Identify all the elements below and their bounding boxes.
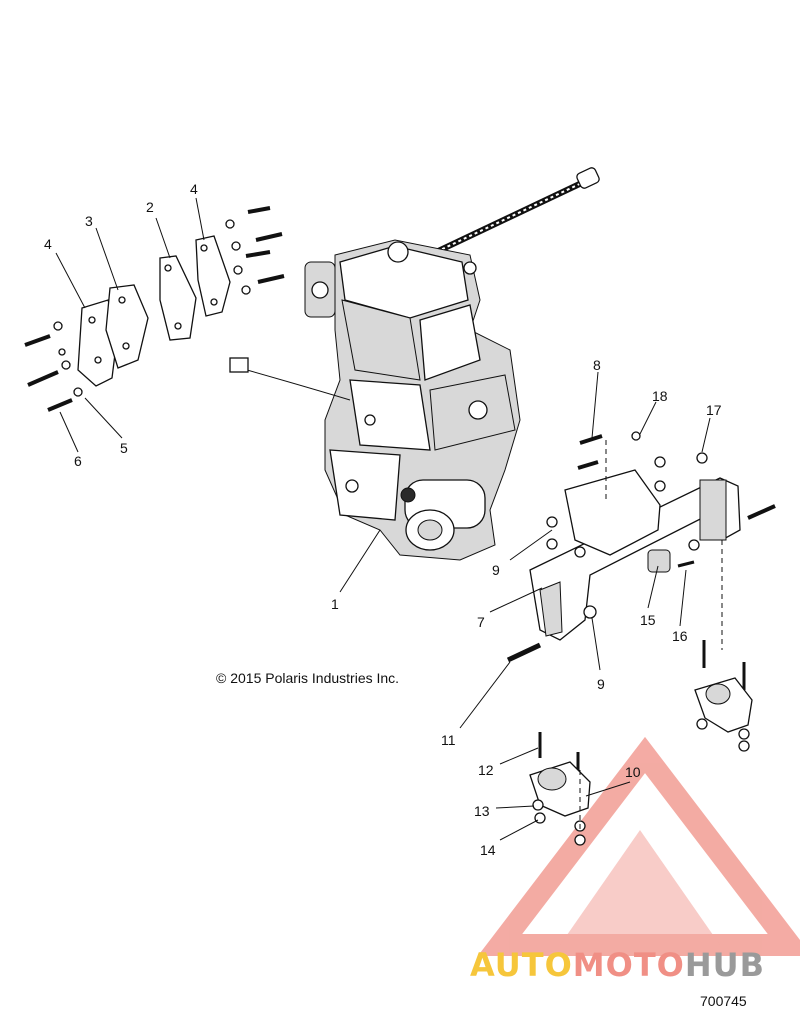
brand-moto: MOTO bbox=[572, 946, 685, 984]
crossmember-hardware bbox=[506, 431, 776, 663]
crossmember bbox=[529, 469, 741, 641]
sensor-wire bbox=[229, 357, 351, 401]
copyright-notice: © 2015 Polaris Industries Inc. bbox=[216, 670, 400, 686]
callout-label: 9 bbox=[597, 676, 605, 692]
callout-label: 3 bbox=[85, 213, 93, 229]
plate-4-right bbox=[195, 235, 231, 317]
callout-label: 15 bbox=[640, 612, 656, 628]
brand-auto: AUTO bbox=[470, 946, 573, 984]
mount-assembly-right bbox=[694, 640, 753, 752]
callout-label: 4 bbox=[44, 236, 52, 252]
engine-assembly bbox=[304, 239, 521, 561]
callout-label: 1 bbox=[331, 596, 339, 612]
callout-label: 13 bbox=[474, 803, 490, 819]
callout-label: 18 bbox=[652, 388, 668, 404]
plate-2 bbox=[159, 255, 197, 341]
mount-bolts-left bbox=[24, 321, 83, 412]
callout-label: 11 bbox=[441, 732, 456, 748]
watermark-brand-text: AUTOMOTOHUB bbox=[470, 946, 765, 984]
dipstick-tube bbox=[413, 167, 600, 265]
callout-label: 8 bbox=[593, 357, 601, 373]
callout-label: 14 bbox=[480, 842, 496, 858]
mount-bolts-top bbox=[225, 206, 285, 295]
callout-label: 17 bbox=[706, 402, 722, 418]
diagram-reference-number: 700745 bbox=[700, 993, 747, 1009]
mount-assembly-lower bbox=[529, 732, 591, 846]
callout-leaders bbox=[55, 197, 711, 841]
callout-label: 10 bbox=[625, 764, 641, 780]
callout-label: 5 bbox=[120, 440, 128, 456]
callout-label: 16 bbox=[672, 628, 688, 644]
plate-3 bbox=[105, 284, 149, 369]
mount-plates bbox=[77, 235, 231, 387]
callout-label: 7 bbox=[477, 614, 485, 630]
brand-hub: HUB bbox=[684, 946, 766, 984]
callout-label: 2 bbox=[146, 199, 154, 215]
callout-label: 12 bbox=[478, 762, 494, 778]
callout-label: 6 bbox=[74, 453, 82, 469]
callout-label: 9 bbox=[492, 562, 500, 578]
callout-label: 4 bbox=[190, 181, 198, 197]
watermark-logo-icon bbox=[477, 736, 800, 956]
